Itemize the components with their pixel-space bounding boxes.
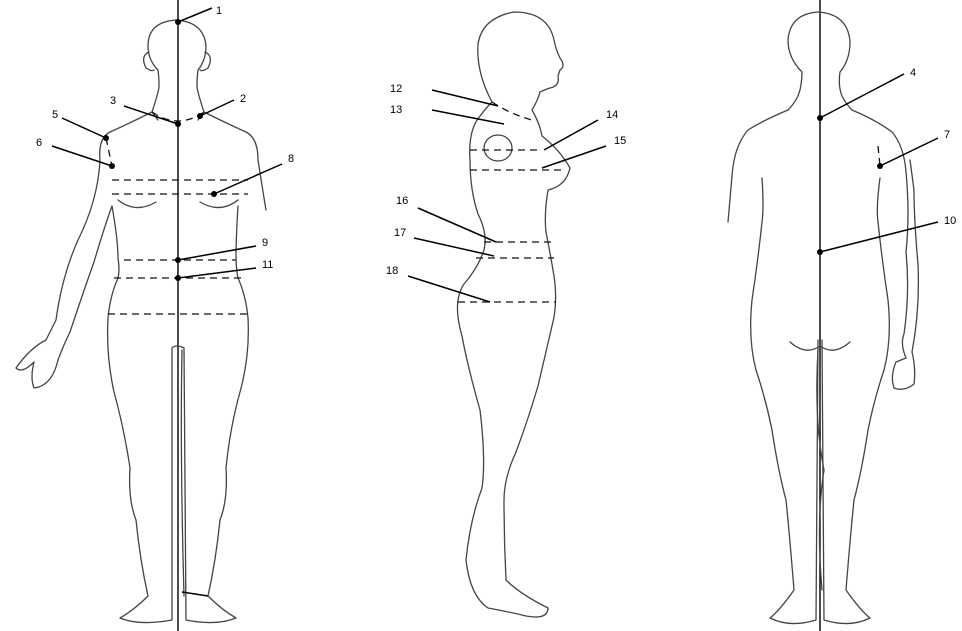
leader-14: [544, 120, 598, 150]
side-arm-outline: [484, 135, 512, 161]
leader-6: [52, 146, 112, 166]
leader-18: [408, 276, 490, 302]
label-8: 8: [288, 153, 294, 165]
side-body-outline: [457, 12, 570, 617]
leader-16: [418, 208, 496, 242]
dot-10: [817, 249, 823, 255]
front-view: 1 2 3 5 6 8 9 11: [16, 0, 294, 631]
label-2: 2: [240, 93, 246, 105]
label-17: 17: [394, 227, 406, 239]
leader-1: [178, 8, 212, 22]
dot-2: [197, 113, 203, 119]
label-9: 9: [262, 237, 268, 249]
front-bust-left: [118, 200, 156, 208]
label-13: 13: [390, 104, 402, 116]
dot-5: [103, 135, 109, 141]
label-3: 3: [110, 95, 116, 107]
front-inner-leg-line: [181, 350, 184, 596]
label-16: 16: [396, 195, 408, 207]
label-4: 4: [910, 67, 916, 79]
leader-5: [62, 118, 106, 138]
front-head-outline: [148, 20, 206, 120]
leader-2: [200, 100, 234, 116]
leader-12: [432, 90, 498, 106]
label-18: 18: [386, 265, 398, 277]
dot-9: [175, 257, 181, 263]
dot-11: [175, 275, 181, 281]
label-15: 15: [614, 135, 626, 147]
dot-3: [175, 121, 181, 127]
back-shoulder-drop-measure: [878, 146, 880, 166]
label-1: 1: [216, 5, 222, 17]
back-left-side-outline: [728, 110, 818, 624]
leader-7: [880, 138, 938, 166]
dot-8: [211, 191, 217, 197]
back-view: 4 7 10: [728, 0, 956, 631]
leader-15: [542, 146, 606, 168]
label-11: 11: [262, 259, 273, 271]
back-right-side-outline: [822, 110, 918, 624]
leader-4: [820, 74, 904, 118]
dot-1: [175, 19, 181, 25]
dot-6: [109, 163, 115, 169]
label-7: 7: [944, 129, 950, 141]
front-bust-right: [200, 200, 238, 208]
side-neck-measure: [492, 102, 532, 120]
leader-11: [178, 268, 256, 278]
leader-9: [178, 246, 256, 260]
label-12: 12: [390, 83, 402, 95]
leader-13: [432, 110, 504, 124]
dot-7: [877, 163, 883, 169]
leader-17: [414, 238, 494, 256]
front-left-side-outline: [16, 112, 184, 623]
leader-8: [214, 164, 282, 194]
label-6: 6: [36, 137, 42, 149]
label-10: 10: [944, 215, 956, 227]
front-shoulder-drop-measure: [106, 138, 112, 166]
label-5: 5: [52, 109, 58, 121]
dot-4: [817, 115, 823, 121]
label-14: 14: [606, 109, 618, 121]
side-view: 12 13 14 15 16 17 18: [386, 12, 626, 617]
